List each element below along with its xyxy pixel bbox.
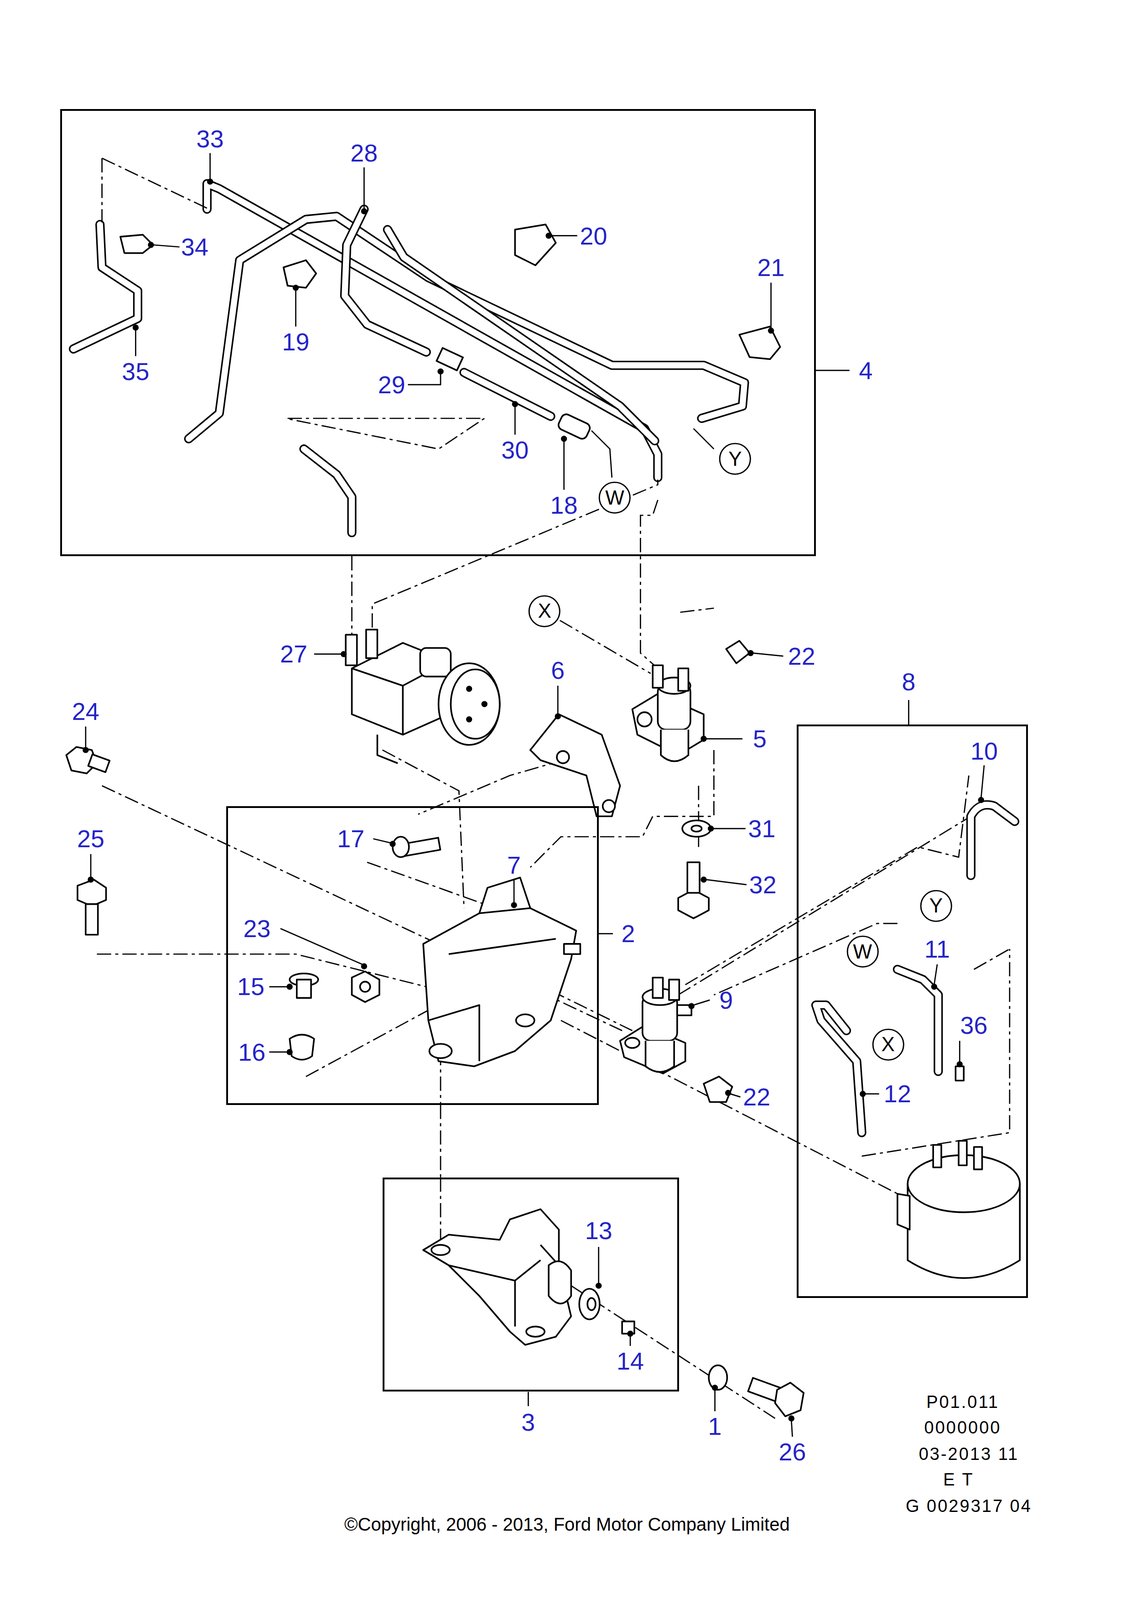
- callout-number: 6: [550, 657, 565, 683]
- callout-number: 9: [719, 987, 733, 1012]
- group-number: 2: [621, 920, 635, 946]
- reference-letter: W: [605, 487, 625, 508]
- callout-number: 27: [280, 641, 308, 666]
- callout-number: 36: [960, 1012, 988, 1038]
- circle-shape: [529, 595, 561, 627]
- reference-circle: X: [528, 594, 561, 628]
- callout-number: 21: [757, 254, 785, 280]
- copyright-caption: ©Copyright, 2006 - 2013, Ford Motor Comp…: [344, 1514, 790, 1533]
- group-frame: 8YWX: [796, 724, 1029, 1298]
- callout-number: 10: [970, 738, 998, 763]
- callout-number: 22: [788, 643, 816, 669]
- callout-number: 29: [378, 372, 406, 397]
- drawing-code: E T: [943, 1470, 974, 1488]
- drawing-code: P01.011: [926, 1392, 1000, 1411]
- purge-valve: [620, 977, 741, 1102]
- leader-lines: [102, 152, 775, 490]
- reference-letter: Y: [728, 448, 742, 469]
- callout-number: 30: [501, 437, 529, 462]
- reference-letter: Y: [929, 895, 943, 916]
- hose-set: [73, 183, 781, 533]
- reference-circle: X: [871, 1027, 905, 1061]
- drawing-code: 03-2013 11: [918, 1444, 1019, 1463]
- reference-circle: W: [846, 934, 880, 968]
- callout-number: 32: [749, 871, 777, 897]
- drawing-code: 0000000: [924, 1418, 1002, 1436]
- callout-number: 11: [924, 936, 950, 961]
- callout-number: 1: [708, 1413, 722, 1438]
- callout-number: 35: [121, 358, 150, 384]
- circle-shape: [872, 1028, 904, 1060]
- group-number: 8: [901, 669, 916, 694]
- circle-shape: [599, 482, 630, 513]
- callout-number: 25: [77, 825, 105, 851]
- callout-number: 33: [196, 126, 224, 151]
- callout-number: 23: [243, 915, 271, 941]
- callout-number: 12: [883, 1080, 912, 1106]
- callout-number: 13: [585, 1217, 613, 1243]
- group-frame: 4YW: [60, 108, 816, 556]
- solenoid-valve: [314, 629, 500, 763]
- assembly-line: [440, 1104, 442, 1178]
- callout-number: 31: [747, 815, 776, 841]
- callout-number: 17: [337, 825, 365, 851]
- reference-circle: Y: [718, 442, 752, 476]
- callout-number: 22: [742, 1084, 771, 1109]
- group-number: 4: [859, 357, 873, 383]
- callout-number: 24: [72, 698, 100, 724]
- callout-number: 16: [238, 1039, 266, 1064]
- reference-letter: X: [537, 600, 551, 621]
- callout-number: 5: [752, 726, 767, 751]
- circle-shape: [920, 890, 952, 921]
- callout-number: 34: [181, 234, 209, 260]
- reference-letter: W: [853, 941, 873, 962]
- reference-letter: X: [881, 1033, 895, 1054]
- mounting-bracket: [423, 1208, 635, 1346]
- group-number: 3: [521, 1409, 535, 1434]
- circle-shape: [847, 935, 878, 967]
- callout-number: 14: [616, 1348, 644, 1373]
- callout-number: 7: [507, 852, 521, 877]
- assembly-lines: [96, 479, 1010, 1418]
- fasteners: [66, 726, 804, 1437]
- valve-bracket: [530, 640, 784, 817]
- drawing-code: G 0029317 04: [905, 1496, 1033, 1515]
- callout-number: 26: [778, 1438, 807, 1464]
- canister-assembly: [815, 764, 1020, 1278]
- callout-number: 20: [579, 223, 608, 249]
- callout-number: 15: [237, 973, 265, 999]
- circle-shape: [719, 443, 751, 474]
- group-frame: 2: [226, 805, 599, 1105]
- callout-number: 18: [550, 492, 578, 518]
- reference-circle: W: [598, 481, 632, 514]
- callout-number: 28: [350, 140, 378, 166]
- reference-circle: Y: [919, 889, 953, 923]
- bracket-assembly: [269, 836, 581, 1066]
- callout-number: 19: [281, 329, 310, 354]
